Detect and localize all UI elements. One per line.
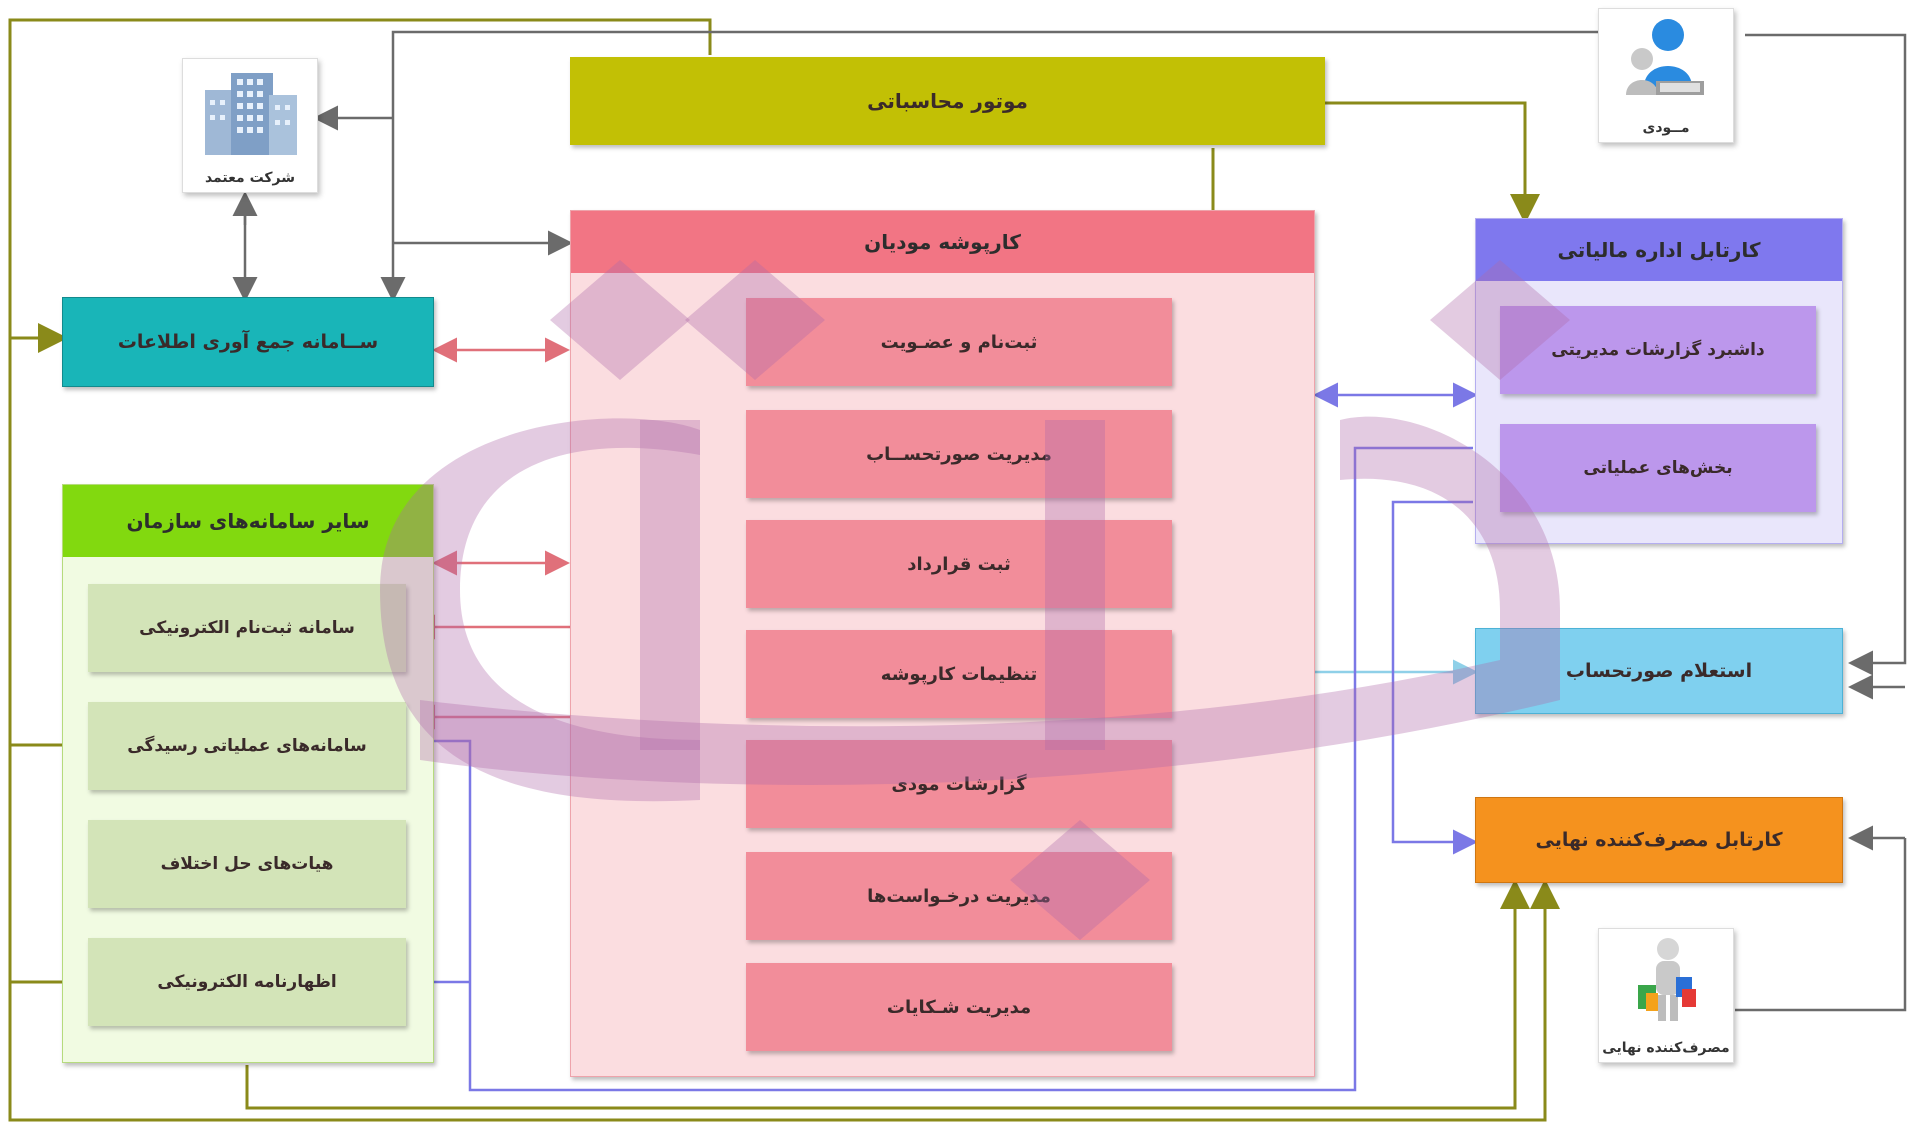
- tax-office-item-label: بخش‌های عملیاتی: [1583, 458, 1733, 478]
- info-gathering-system[interactable]: ســامانه جمع آوری اطلاعات: [62, 297, 434, 387]
- building-icon: [205, 73, 297, 155]
- portal-item-settings[interactable]: تنظیمات کارپوشه: [746, 630, 1172, 718]
- other-systems-header: سایر سامانه‌های سازمان: [63, 485, 433, 557]
- taxpayer-portal-title: کارپوشه مودیان: [864, 230, 1021, 254]
- portal-item-contract[interactable]: ثبت قرارداد: [746, 520, 1172, 608]
- portal-item-label: مدیریت درخـواست‌ها: [867, 885, 1051, 907]
- portal-item-label: ثبت‌نام و عضـویت: [880, 331, 1038, 353]
- portal-item-label: ثبت قرارداد: [907, 553, 1011, 575]
- portal-item-requests[interactable]: مدیریت درخـواست‌ها: [746, 852, 1172, 940]
- portal-item-label: مدیریت شـکایات: [886, 996, 1032, 1018]
- invoice-inquiry[interactable]: استعلام صورتحساب: [1475, 628, 1843, 714]
- other-system-label: سامانه‌های عملیاتی رسیدگی: [127, 736, 367, 756]
- tax-office-item-label: داشبرد گزارشات مدیریتی: [1551, 340, 1765, 360]
- info-gathering-system-label: ســامانه جمع آوری اطلاعات: [117, 331, 379, 353]
- taxpayer-label: مــودی: [1642, 120, 1690, 136]
- end-consumer-cartable[interactable]: کارتابل مصرف‌کننده نهایی: [1475, 797, 1843, 883]
- taxpayer-card[interactable]: مــودی: [1598, 8, 1734, 143]
- tax-office-header: کارتابل اداره مالیاتی: [1476, 219, 1842, 281]
- end-consumer-label: مصرف‌کننده نهایی: [1602, 1040, 1730, 1056]
- other-system-label: سامانه ثبت‌نام الکترونیکی: [139, 618, 355, 638]
- other-system-e-declaration[interactable]: اظهارنامه الکترونیکی: [88, 938, 406, 1026]
- trusted-company-label: شرکت معتمد: [204, 170, 296, 186]
- other-system-audit-operations[interactable]: سامانه‌های عملیاتی رسیدگی: [88, 702, 406, 790]
- shopper-icon: [1638, 938, 1696, 1021]
- end-consumer-card[interactable]: مصرف‌کننده نهایی: [1598, 928, 1734, 1063]
- tax-office-management-dashboard[interactable]: داشبرد گزارشات مدیریتی: [1500, 306, 1816, 394]
- calculation-engine[interactable]: موتور محاسباتی: [570, 57, 1325, 145]
- portal-item-reports[interactable]: گزارشات مودی: [746, 740, 1172, 828]
- portal-item-label: تنظیمات کارپوشه: [880, 663, 1038, 685]
- trusted-company-card[interactable]: شرکت معتمد: [182, 58, 318, 193]
- invoice-inquiry-label: استعلام صورتحساب: [1565, 660, 1753, 682]
- portal-item-label: گزارشات مودی: [891, 773, 1027, 795]
- other-system-label: اظهارنامه الکترونیکی: [157, 972, 337, 992]
- calculation-engine-label: موتور محاسباتی: [867, 89, 1028, 113]
- tax-office-operations[interactable]: بخش‌های عملیاتی: [1500, 424, 1816, 512]
- other-systems-title: سایر سامانه‌های سازمان: [126, 509, 370, 533]
- user-at-laptop-icon: [1626, 19, 1704, 95]
- portal-item-complaints[interactable]: مدیریت شـکایات: [746, 963, 1172, 1051]
- portal-item-invoice-management[interactable]: مدیریت صورتحســاب: [746, 410, 1172, 498]
- tax-office-title: کارتابل اداره مالیاتی: [1557, 238, 1761, 262]
- end-consumer-cartable-label: کارتابل مصرف‌کننده نهایی: [1535, 829, 1783, 851]
- other-system-label: هیات‌های حل اختلاف: [160, 854, 334, 874]
- portal-item-label: مدیریت صورتحســاب: [866, 443, 1052, 465]
- taxpayer-portal-header: کارپوشه مودیان: [571, 211, 1314, 273]
- portal-item-registration[interactable]: ثبت‌نام و عضـویت: [746, 298, 1172, 386]
- other-system-e-registration[interactable]: سامانه ثبت‌نام الکترونیکی: [88, 584, 406, 672]
- other-system-dispute-boards[interactable]: هیات‌های حل اختلاف: [88, 820, 406, 908]
